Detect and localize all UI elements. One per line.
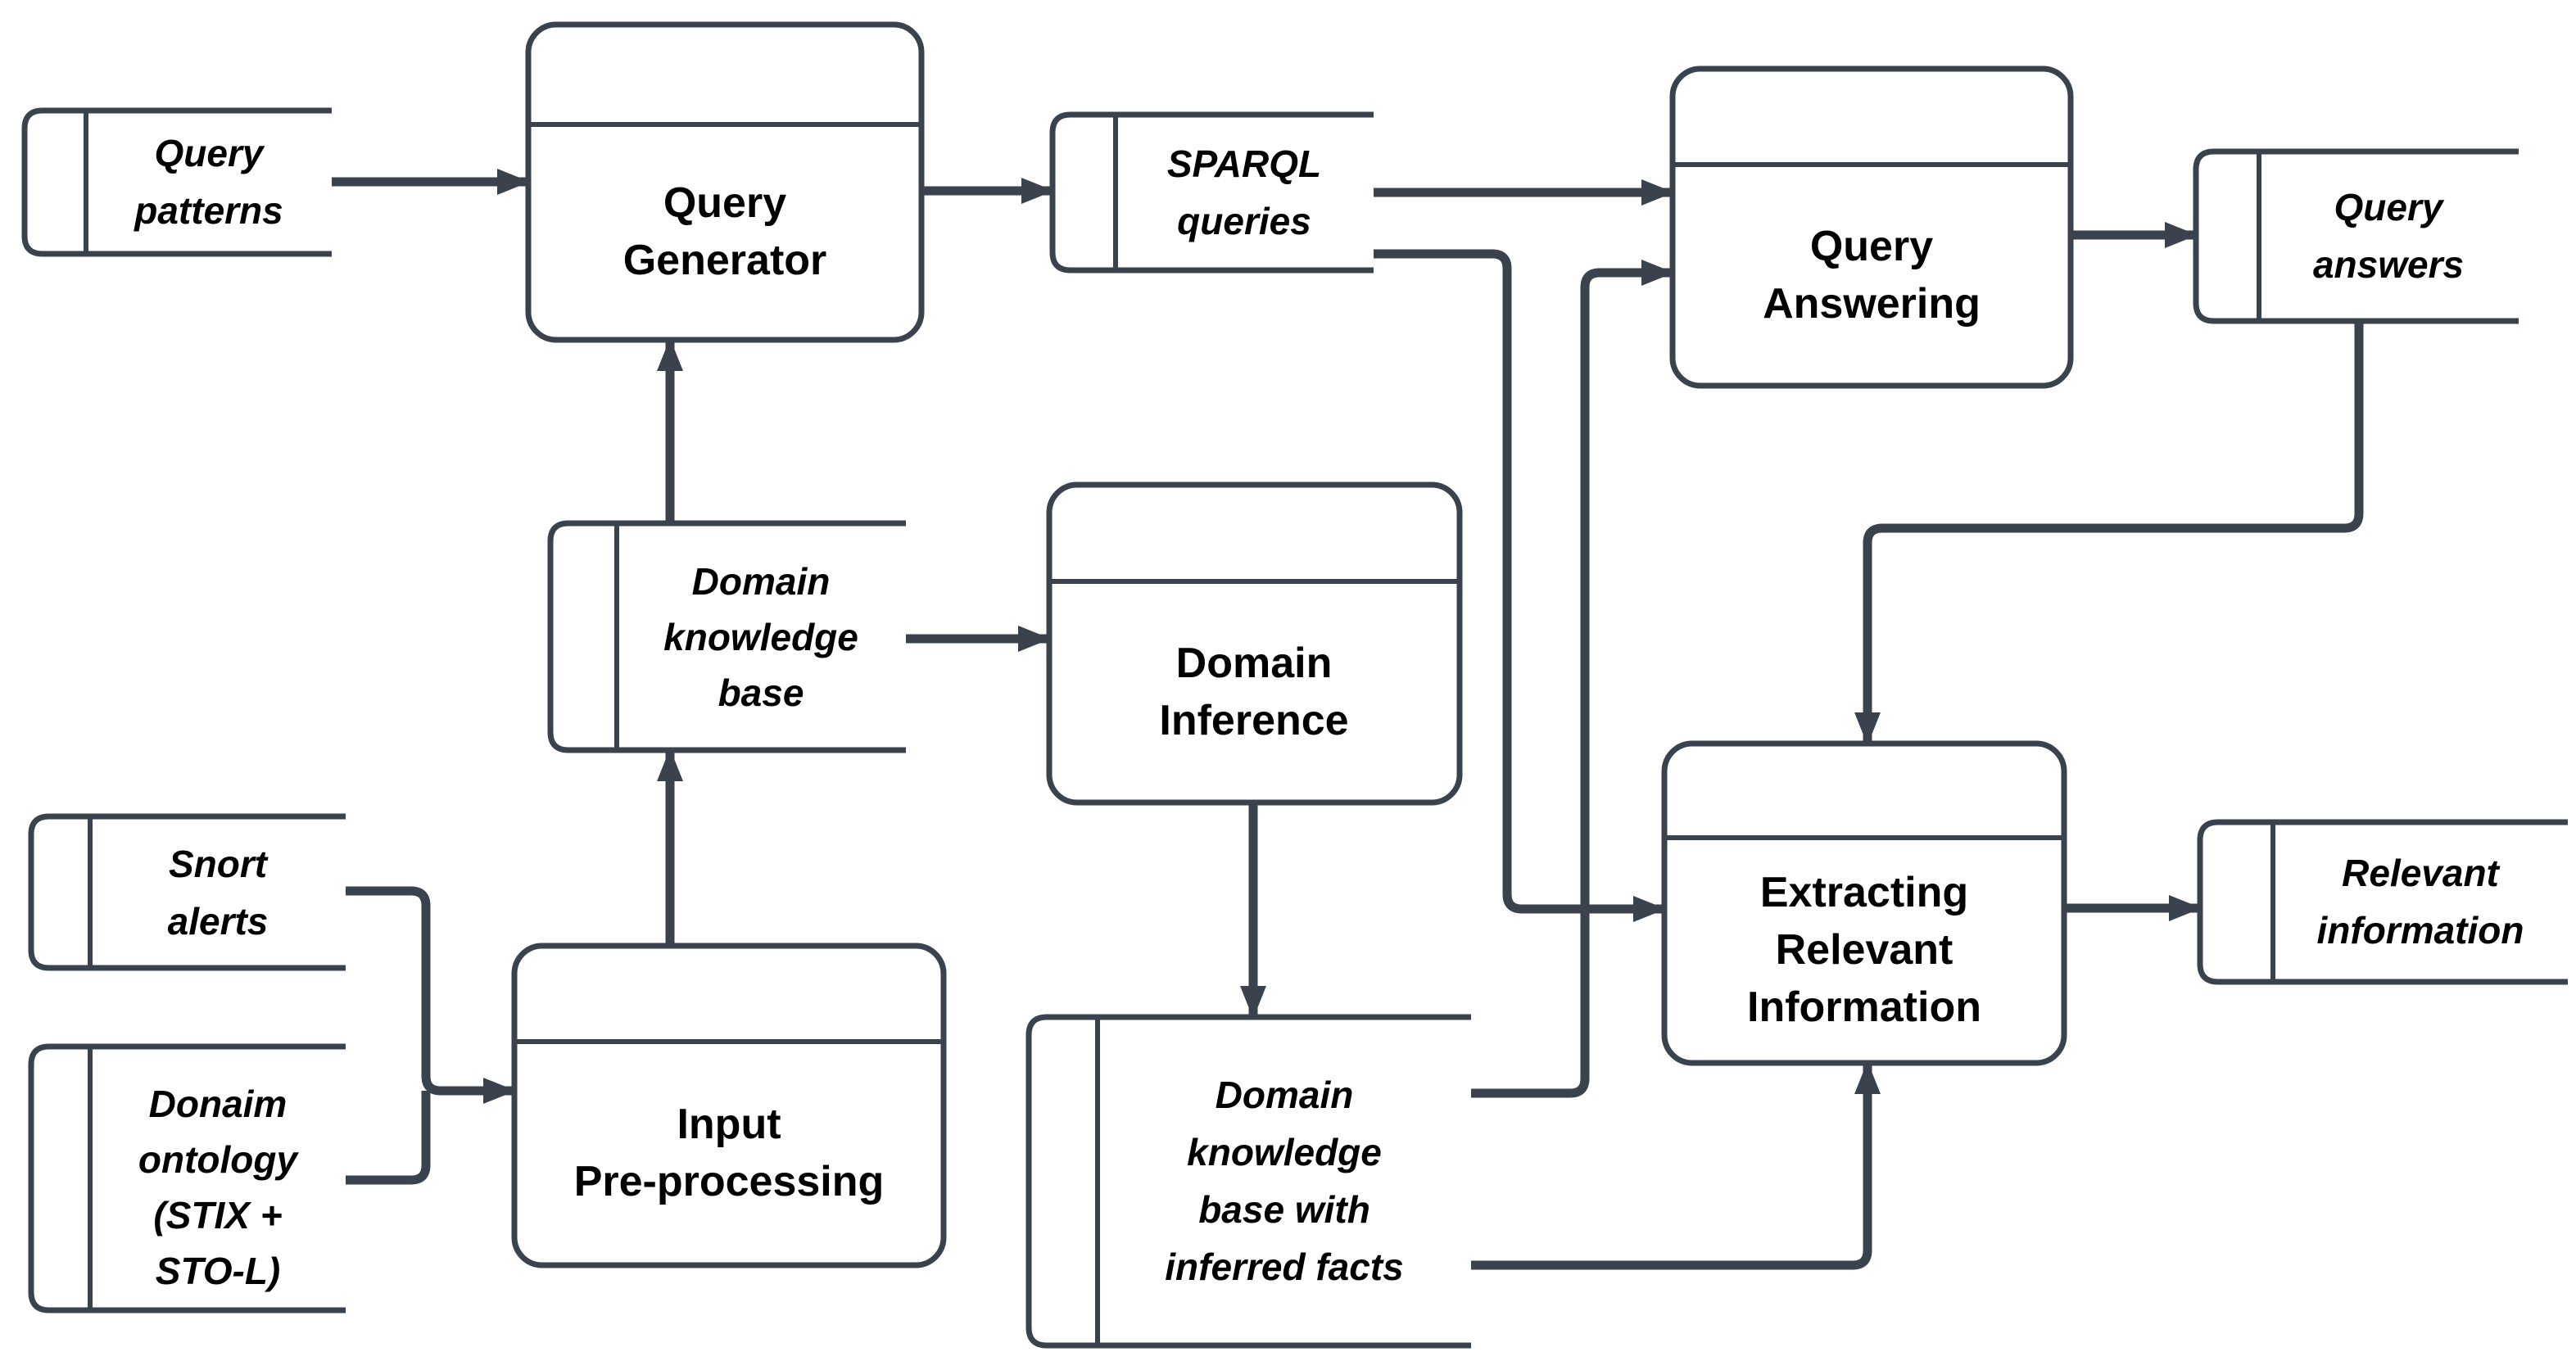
domain-inference-box xyxy=(1046,482,1463,806)
query-answering-title: Query xyxy=(1810,223,1933,270)
domain-inference-title: Domain xyxy=(1176,640,1333,687)
data-store-sparql-queries: SPARQL queries xyxy=(1049,111,1374,274)
domain-kb-inferred-label: knowledge xyxy=(1187,1131,1382,1173)
relevant-information-label: information xyxy=(2317,909,2524,952)
input-preprocessing-box xyxy=(511,943,947,1268)
query-patterns-label: Query xyxy=(155,132,265,174)
extracting-relevant-information-title: Information xyxy=(1747,983,1981,1031)
domain-knowledge-base-label: base xyxy=(718,671,804,714)
data-store-domain-kb-inferred: Domain knowledge base with inferred fact… xyxy=(1025,1014,1471,1349)
extracting-relevant-information-box xyxy=(1661,740,2067,1066)
edge-query-answers-to-extracting-relevant-information xyxy=(1854,321,2364,745)
domain-kb-inferred-label: Domain xyxy=(1216,1074,1354,1116)
sparql-queries-label: SPARQL xyxy=(1167,142,1321,185)
process-query-answering: Query Answering xyxy=(1669,66,2074,389)
query-answers-shape xyxy=(2193,148,2519,324)
extracting-relevant-information-title: Relevant xyxy=(1776,926,1954,974)
snort-alerts-shape xyxy=(28,813,346,971)
process-query-generator: Query Generator xyxy=(525,21,925,343)
query-patterns-shape xyxy=(21,107,332,257)
sparql-queries-shape xyxy=(1049,111,1374,274)
edge-domain-ontology-to-input-preprocessing xyxy=(346,1091,431,1185)
input-preprocessing-title: Input xyxy=(677,1101,781,1148)
relevant-information-label: Relevant xyxy=(2342,852,2500,894)
domain-kb-inferred-label: inferred facts xyxy=(1165,1246,1403,1288)
domain-knowledge-base-label: Domain xyxy=(692,560,831,603)
domain-kb-inferred-shape xyxy=(1025,1014,1471,1349)
query-answering-title: Answering xyxy=(1763,280,1981,328)
data-store-relevant-information: Relevant information xyxy=(2197,819,2568,985)
query-generator-box xyxy=(525,21,925,343)
process-input-preprocessing: Input Pre-processing xyxy=(511,943,947,1268)
input-preprocessing-title: Pre-processing xyxy=(574,1158,885,1205)
domain-knowledge-base-label: knowledge xyxy=(663,616,858,658)
domain-ontology-label: Donaim xyxy=(149,1083,287,1125)
edges-layer xyxy=(332,169,2364,1270)
snort-alerts-label: alerts xyxy=(168,900,269,943)
query-answering-box xyxy=(1669,66,2074,389)
data-store-snort-alerts: Snort alerts xyxy=(28,813,346,971)
edge-sparql-queries-to-extracting-relevant-information xyxy=(1374,249,1666,922)
sparql-queries-label: queries xyxy=(1177,200,1311,242)
process-domain-inference: Domain Inference xyxy=(1046,482,1463,806)
query-patterns-label: patterns xyxy=(133,189,283,232)
query-generator-title: Generator xyxy=(623,237,827,284)
query-generator-title: Query xyxy=(663,179,786,227)
process-extracting-relevant-information: Extracting Relevant Information xyxy=(1661,740,2067,1066)
domain-inference-title: Inference xyxy=(1159,697,1348,744)
domain-kb-inferred-label: base with xyxy=(1198,1188,1370,1231)
data-store-domain-ontology: Donaim ontology (STIX + STO-L) xyxy=(28,1043,346,1313)
data-store-query-patterns: Query patterns xyxy=(21,107,332,257)
extracting-relevant-information-title: Extracting xyxy=(1760,869,1968,916)
domain-ontology-label: STO-L) xyxy=(156,1250,280,1292)
relevant-information-shape xyxy=(2197,819,2568,985)
domain-ontology-shape xyxy=(28,1043,346,1313)
domain-knowledge-base-shape xyxy=(547,520,906,753)
edge-domain-kb-inferred-to-extracting-relevant-information xyxy=(1471,1061,1881,1270)
query-answers-label: answers xyxy=(2313,243,2464,286)
snort-alerts-label: Snort xyxy=(169,843,269,885)
domain-ontology-label: ontology xyxy=(138,1138,300,1181)
data-store-query-answers: Query answers xyxy=(2193,148,2519,324)
edge-domain-kb-inferred-to-query-answering xyxy=(1471,260,1674,1098)
edge-snort-alerts-to-input-preprocessing xyxy=(346,886,516,1104)
query-answers-label: Query xyxy=(2334,186,2445,228)
data-store-domain-knowledge-base: Domain knowledge base xyxy=(547,520,906,753)
domain-ontology-label: (STIX + xyxy=(153,1194,282,1237)
